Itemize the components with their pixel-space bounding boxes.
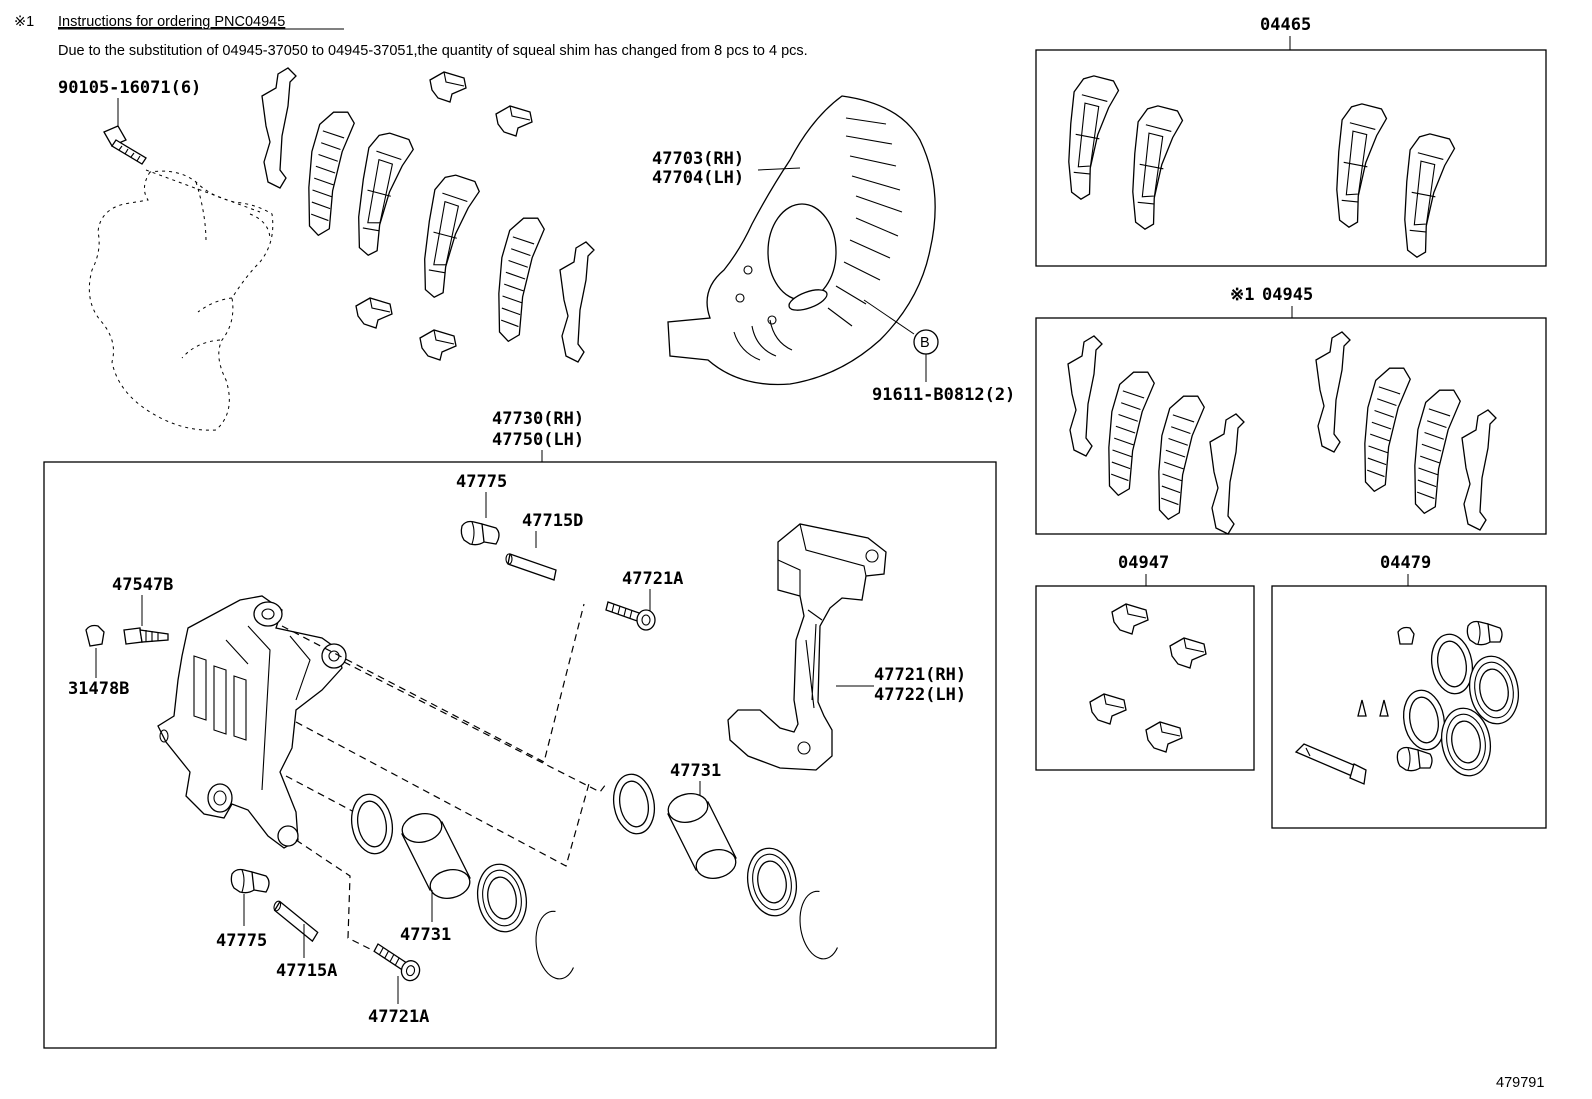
slide-pin-47715d: [505, 553, 557, 581]
leader-91611: [863, 299, 915, 335]
kit-04465-pad-3: [1330, 101, 1389, 231]
kit-04947-clip-3: [1089, 693, 1127, 725]
kit-04945-box: [1035, 317, 1547, 535]
kit-04479-box: [1271, 585, 1547, 829]
kit-04947-box: [1035, 585, 1255, 771]
kit-04947-clip-2: [1169, 637, 1207, 669]
label-kit-04945: 04945: [1262, 285, 1313, 305]
kit-04947-clip-4: [1145, 721, 1183, 753]
kit-04465-pad-1: [1062, 73, 1121, 203]
disc-dust-cover: [667, 95, 936, 386]
piston-right: [664, 789, 740, 883]
label-31478b: 31478B: [68, 679, 129, 699]
piston-seal-right: [608, 770, 660, 838]
kit-04479-grease-tube: [1294, 743, 1367, 785]
anti-squeal-shim-outer-top: [299, 107, 357, 239]
kit-04479-bleeder-cap: [1397, 626, 1415, 645]
caliper-cylinder-body: [157, 595, 347, 849]
label-47750: 47750(LH): [492, 430, 584, 450]
boot-set-ring-left: [531, 908, 576, 983]
caliper-mounting-bracket: [727, 523, 887, 771]
label-kit-04947: 04947: [1118, 553, 1169, 573]
kit-04945-plate-4: [1461, 409, 1497, 531]
label-47704: 47704(LH): [652, 168, 744, 188]
kit-04945-plate-1: [1067, 335, 1103, 457]
label-47731-left: 47731: [400, 925, 451, 945]
notice-body: Due to the substitution of 04945-37050 t…: [58, 43, 808, 59]
kit-04947-clip-1: [1111, 603, 1149, 635]
kit-04479-bleeder-plug-2: [1379, 699, 1389, 717]
bleeder-cap-31478b: [85, 624, 105, 647]
notice-marker: ※1: [14, 14, 34, 30]
figure-number: 479791: [1496, 1075, 1544, 1091]
label-47775-top: 47775: [456, 472, 507, 492]
kit-04465-box: [1035, 49, 1547, 267]
kit-04479-bleeder-plug-1: [1357, 699, 1367, 717]
caliper-bolt-top: [605, 601, 656, 631]
label-47731-right: 47731: [670, 761, 721, 781]
notice-title: Instructions for ordering PNC04945: [58, 14, 285, 30]
cylinder-boot-right: [741, 843, 803, 921]
label-47547b: 47547B: [112, 575, 173, 595]
leader-47703: [757, 167, 801, 171]
cylinder-boot-left: [471, 859, 533, 937]
cylinder-slide-bushing-top: [460, 520, 500, 546]
cylinder-slide-bushing-bottom: [230, 868, 270, 894]
label-kit-04479: 04479: [1380, 553, 1431, 573]
label-47715a: 47715A: [276, 961, 337, 981]
kit-04945-shim-2: [1149, 391, 1207, 523]
bolt-install-line: [145, 169, 261, 213]
pad-support-clip-4: [419, 329, 457, 361]
brake-pad-inner: [415, 171, 482, 303]
kit-04465-pad-2: [1126, 103, 1185, 233]
pad-support-clip-1: [429, 71, 467, 103]
callout-b-letter: B: [920, 335, 930, 351]
label-kit-04945-marker: ※1: [1230, 285, 1254, 305]
kit-04945-plate-3: [1315, 331, 1351, 453]
slide-pin-47715a: [266, 899, 324, 943]
label-90105-16071: 90105-16071(6): [58, 78, 201, 98]
kit-04945-shim-1: [1099, 367, 1157, 499]
bolt-90105-16071: [103, 125, 147, 165]
bleeder-plug-47547b: [123, 627, 169, 645]
label-47721a-top: 47721A: [622, 569, 683, 589]
label-47730: 47730(RH): [492, 409, 584, 429]
kit-04479-bushing-top: [1466, 620, 1503, 646]
caliper-bolt-bottom: [368, 942, 425, 984]
kit-04479-bushing-bottom: [1396, 746, 1433, 772]
piston-left: [398, 809, 474, 903]
cylinder-assembly-lines: [281, 603, 607, 957]
label-91611-b0812: 91611-B0812(2): [872, 385, 1015, 405]
label-47775-bottom: 47775: [216, 931, 267, 951]
label-47721: 47721(RH): [874, 665, 966, 685]
kit-04945-plate-2: [1209, 413, 1245, 535]
pad-support-clip-2: [495, 105, 533, 137]
label-47703: 47703(RH): [652, 149, 744, 169]
brake-pad-outer: [349, 129, 416, 261]
pad-support-clip-3: [355, 297, 393, 329]
kit-04945-shim-3: [1355, 363, 1413, 495]
anti-squeal-plate-outer-top: [261, 67, 297, 189]
label-kit-04465: 04465: [1260, 15, 1311, 35]
anti-squeal-shim-inner-top: [489, 213, 547, 345]
caliper-assembly-box: [43, 461, 997, 1049]
kit-04465-pad-4: [1398, 131, 1457, 261]
label-47715d: 47715D: [522, 511, 583, 531]
kit-04945-shim-4: [1405, 385, 1463, 517]
label-47721a-bottom: 47721A: [368, 1007, 429, 1027]
boot-set-ring-right: [795, 888, 840, 963]
piston-seal-left: [346, 790, 398, 858]
anti-squeal-plate-inner-top: [559, 241, 595, 363]
steering-knuckle: [88, 170, 274, 431]
label-47722: 47722(LH): [874, 685, 966, 705]
